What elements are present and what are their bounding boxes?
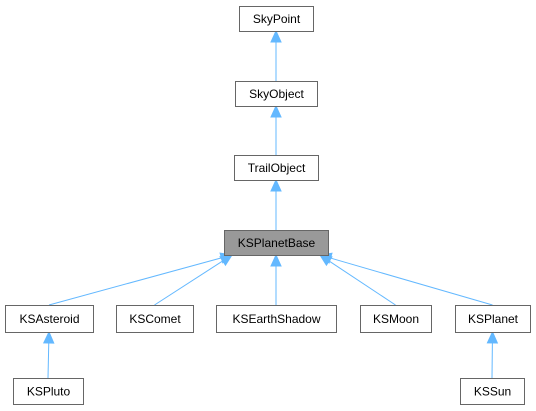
inheritance-edge-ksearthshadow-to-ksplanetbase bbox=[270, 253, 282, 305]
arrowhead-icon bbox=[42, 330, 55, 344]
class-box[interactable] bbox=[239, 6, 314, 32]
class-node-skypoint[interactable]: SkyPoint bbox=[239, 6, 314, 32]
arrowhead-icon bbox=[270, 104, 282, 118]
class-box[interactable] bbox=[234, 155, 319, 181]
class-label: TrailObject bbox=[248, 161, 306, 175]
class-node-ksmoon[interactable]: KSMoon bbox=[360, 305, 432, 333]
arrowhead-icon bbox=[486, 330, 499, 344]
class-box[interactable] bbox=[5, 305, 94, 333]
arrowhead-icon bbox=[219, 254, 234, 267]
inheritance-edge-kspluto-to-ksasteroid bbox=[42, 330, 55, 379]
class-node-ksearthshadow[interactable]: KSEarthShadow bbox=[216, 305, 337, 333]
edge-line bbox=[330, 257, 493, 306]
edge-line bbox=[328, 260, 396, 306]
class-box[interactable] bbox=[235, 81, 318, 107]
arrowhead-icon bbox=[270, 178, 282, 192]
inheritance-edge-kssun-to-ksplanet bbox=[486, 330, 499, 379]
class-label: KSComet bbox=[129, 312, 181, 326]
edge-line bbox=[154, 260, 224, 306]
class-box[interactable] bbox=[360, 305, 432, 333]
class-box[interactable] bbox=[455, 305, 531, 333]
class-node-skyobject[interactable]: SkyObject bbox=[235, 81, 318, 107]
inheritance-edge-skyobject-to-skypoint bbox=[270, 29, 282, 81]
class-label: KSPlanet bbox=[468, 312, 519, 326]
arrowhead-icon bbox=[270, 253, 282, 267]
class-box[interactable] bbox=[216, 305, 337, 333]
class-label: KSMoon bbox=[373, 312, 419, 326]
class-node-trailobject[interactable]: TrailObject bbox=[234, 155, 319, 181]
class-node-kssun[interactable]: KSSun bbox=[460, 378, 525, 405]
edge-line bbox=[47, 342, 50, 379]
class-label: KSAsteroid bbox=[19, 312, 79, 326]
class-label: SkyPoint bbox=[253, 12, 301, 26]
class-box[interactable] bbox=[224, 230, 329, 256]
inheritance-edge-trailobject-to-skyobject bbox=[270, 104, 282, 155]
arrowhead-icon bbox=[270, 29, 282, 43]
edge-line bbox=[48, 257, 222, 306]
class-label: SkyObject bbox=[249, 87, 304, 101]
inheritance-edge-ksplanetbase-to-trailobject bbox=[270, 178, 282, 230]
class-label: KSPluto bbox=[27, 385, 71, 399]
class-node-kspluto[interactable]: KSPluto bbox=[13, 378, 84, 405]
class-node-kscomet[interactable]: KSComet bbox=[116, 305, 194, 333]
class-label: KSEarthShadow bbox=[232, 312, 320, 326]
class-node-ksplanet[interactable]: KSPlanet bbox=[455, 305, 531, 333]
nodes: SkyPointSkyObjectTrailObjectKSPlanetBase… bbox=[5, 6, 531, 405]
class-box[interactable] bbox=[460, 378, 525, 405]
class-box[interactable] bbox=[116, 305, 194, 333]
inheritance-edge-ksasteroid-to-ksplanetbase bbox=[48, 252, 234, 306]
class-node-ksasteroid[interactable]: KSAsteroid bbox=[5, 305, 94, 333]
class-node-ksplanetbase[interactable]: KSPlanetBase bbox=[224, 230, 329, 256]
inheritance-edge-ksplanet-to-ksplanetbase bbox=[318, 252, 493, 306]
inheritance-edge-ksmoon-to-ksplanetbase bbox=[318, 254, 396, 306]
class-label: KSSun bbox=[474, 385, 511, 399]
inheritance-edge-kscomet-to-ksplanetbase bbox=[154, 254, 234, 306]
class-label: KSPlanetBase bbox=[238, 236, 316, 250]
class-box[interactable] bbox=[13, 378, 84, 405]
